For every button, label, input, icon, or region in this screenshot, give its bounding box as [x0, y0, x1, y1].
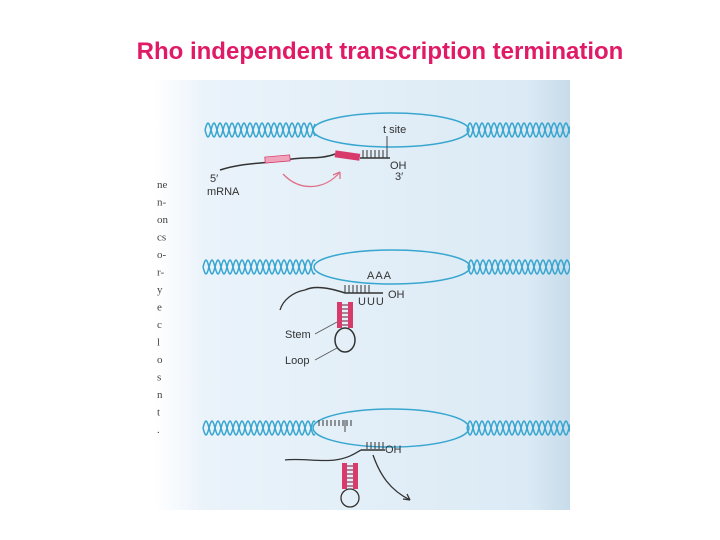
margin-text-line: on — [157, 214, 169, 226]
bubble-ticks-3 — [318, 420, 352, 426]
base-pairs-3 — [366, 442, 384, 449]
margin-text-line: ne — [157, 179, 168, 191]
release-path — [372, 454, 411, 501]
stem-rungs-3 — [347, 465, 353, 487]
release-arrowhead — [402, 493, 411, 501]
stem-strand-left — [337, 302, 342, 328]
margin-text-line: t — [157, 407, 160, 419]
uuu-label: UUU — [358, 296, 385, 308]
margin-text-line: . — [157, 424, 160, 436]
panel-2: AAA OH UUU Stem Loop — [202, 249, 570, 367]
mrna-tail-2 — [279, 289, 306, 311]
margin-text-line: y — [157, 284, 163, 296]
five-prime-label: 5′ — [210, 173, 218, 185]
folding-arrow — [282, 171, 341, 188]
dna-strand-a — [466, 121, 570, 139]
hairpin-segment-b — [334, 150, 361, 161]
dna-strand-b — [466, 419, 570, 437]
dna-strand-b — [466, 121, 570, 139]
dna-strand-a — [467, 258, 570, 276]
base-pairs-2 — [344, 285, 370, 293]
stem-strand-right-3 — [353, 463, 358, 489]
margin-text-line: e — [157, 302, 162, 314]
transcription-bubble-1 — [312, 112, 470, 148]
margin-text-line: n — [157, 389, 163, 401]
transcription-bubble-2 — [313, 249, 471, 285]
folding-arrowhead — [332, 171, 341, 179]
aaa-label: AAA — [367, 270, 392, 282]
margin-text-line: n- — [157, 197, 167, 209]
dna-double-helix-right-2 — [467, 258, 570, 276]
oh-label-3: OH — [385, 444, 402, 456]
dna-strand-a — [202, 419, 316, 437]
dna-double-helix-right-3 — [466, 419, 570, 437]
margin-text-line: c — [157, 319, 162, 331]
loop-shape — [334, 327, 356, 353]
margin-text-line: r- — [157, 267, 164, 279]
loop-label: Loop — [285, 355, 309, 367]
panel-1: t site OH 3′ 5′ mRNA — [204, 112, 570, 198]
loop-shape-3 — [340, 488, 360, 508]
stem-pointer — [314, 321, 338, 335]
page-title: Rho independent transcription terminatio… — [136, 38, 624, 65]
dna-double-helix-left-3 — [202, 419, 316, 437]
loop-pointer — [314, 347, 338, 361]
mrna-strand-2 — [304, 286, 346, 294]
base-pairs-1 — [362, 150, 388, 158]
stem-strand-left-3 — [342, 463, 347, 489]
hairpin-segment-a — [264, 154, 291, 164]
margin-text-line: s — [157, 372, 161, 384]
three-prime-label: 3′ — [395, 171, 403, 183]
dna-double-helix-right-1 — [466, 121, 570, 139]
dna-strand-b — [467, 258, 570, 276]
dna-strand-b — [202, 419, 316, 437]
panel-3: OH — [202, 408, 570, 508]
dna-double-helix-left-1 — [204, 121, 316, 139]
dna-strand-b — [204, 121, 316, 139]
dna-strand-a — [466, 419, 570, 437]
margin-text-line: l — [157, 337, 160, 349]
margin-text-line: cs — [157, 232, 166, 244]
dna-strand-b — [202, 258, 316, 276]
dna-strand-a — [202, 258, 316, 276]
mrna-label: mRNA — [207, 186, 240, 198]
t-site-label: t site — [383, 124, 406, 136]
mrna-strand-3 — [284, 449, 362, 462]
stem-strand-right — [348, 302, 353, 328]
margin-text-line: o — [157, 354, 163, 366]
oh-label-2: OH — [388, 289, 405, 301]
stem-rungs — [342, 304, 348, 326]
transcription-bubble-3 — [312, 408, 470, 448]
oh-label-1: OH — [390, 160, 407, 172]
stem-label: Stem — [285, 329, 311, 341]
margin-text-line: o- — [157, 249, 167, 261]
dna-double-helix-left-2 — [202, 258, 316, 276]
